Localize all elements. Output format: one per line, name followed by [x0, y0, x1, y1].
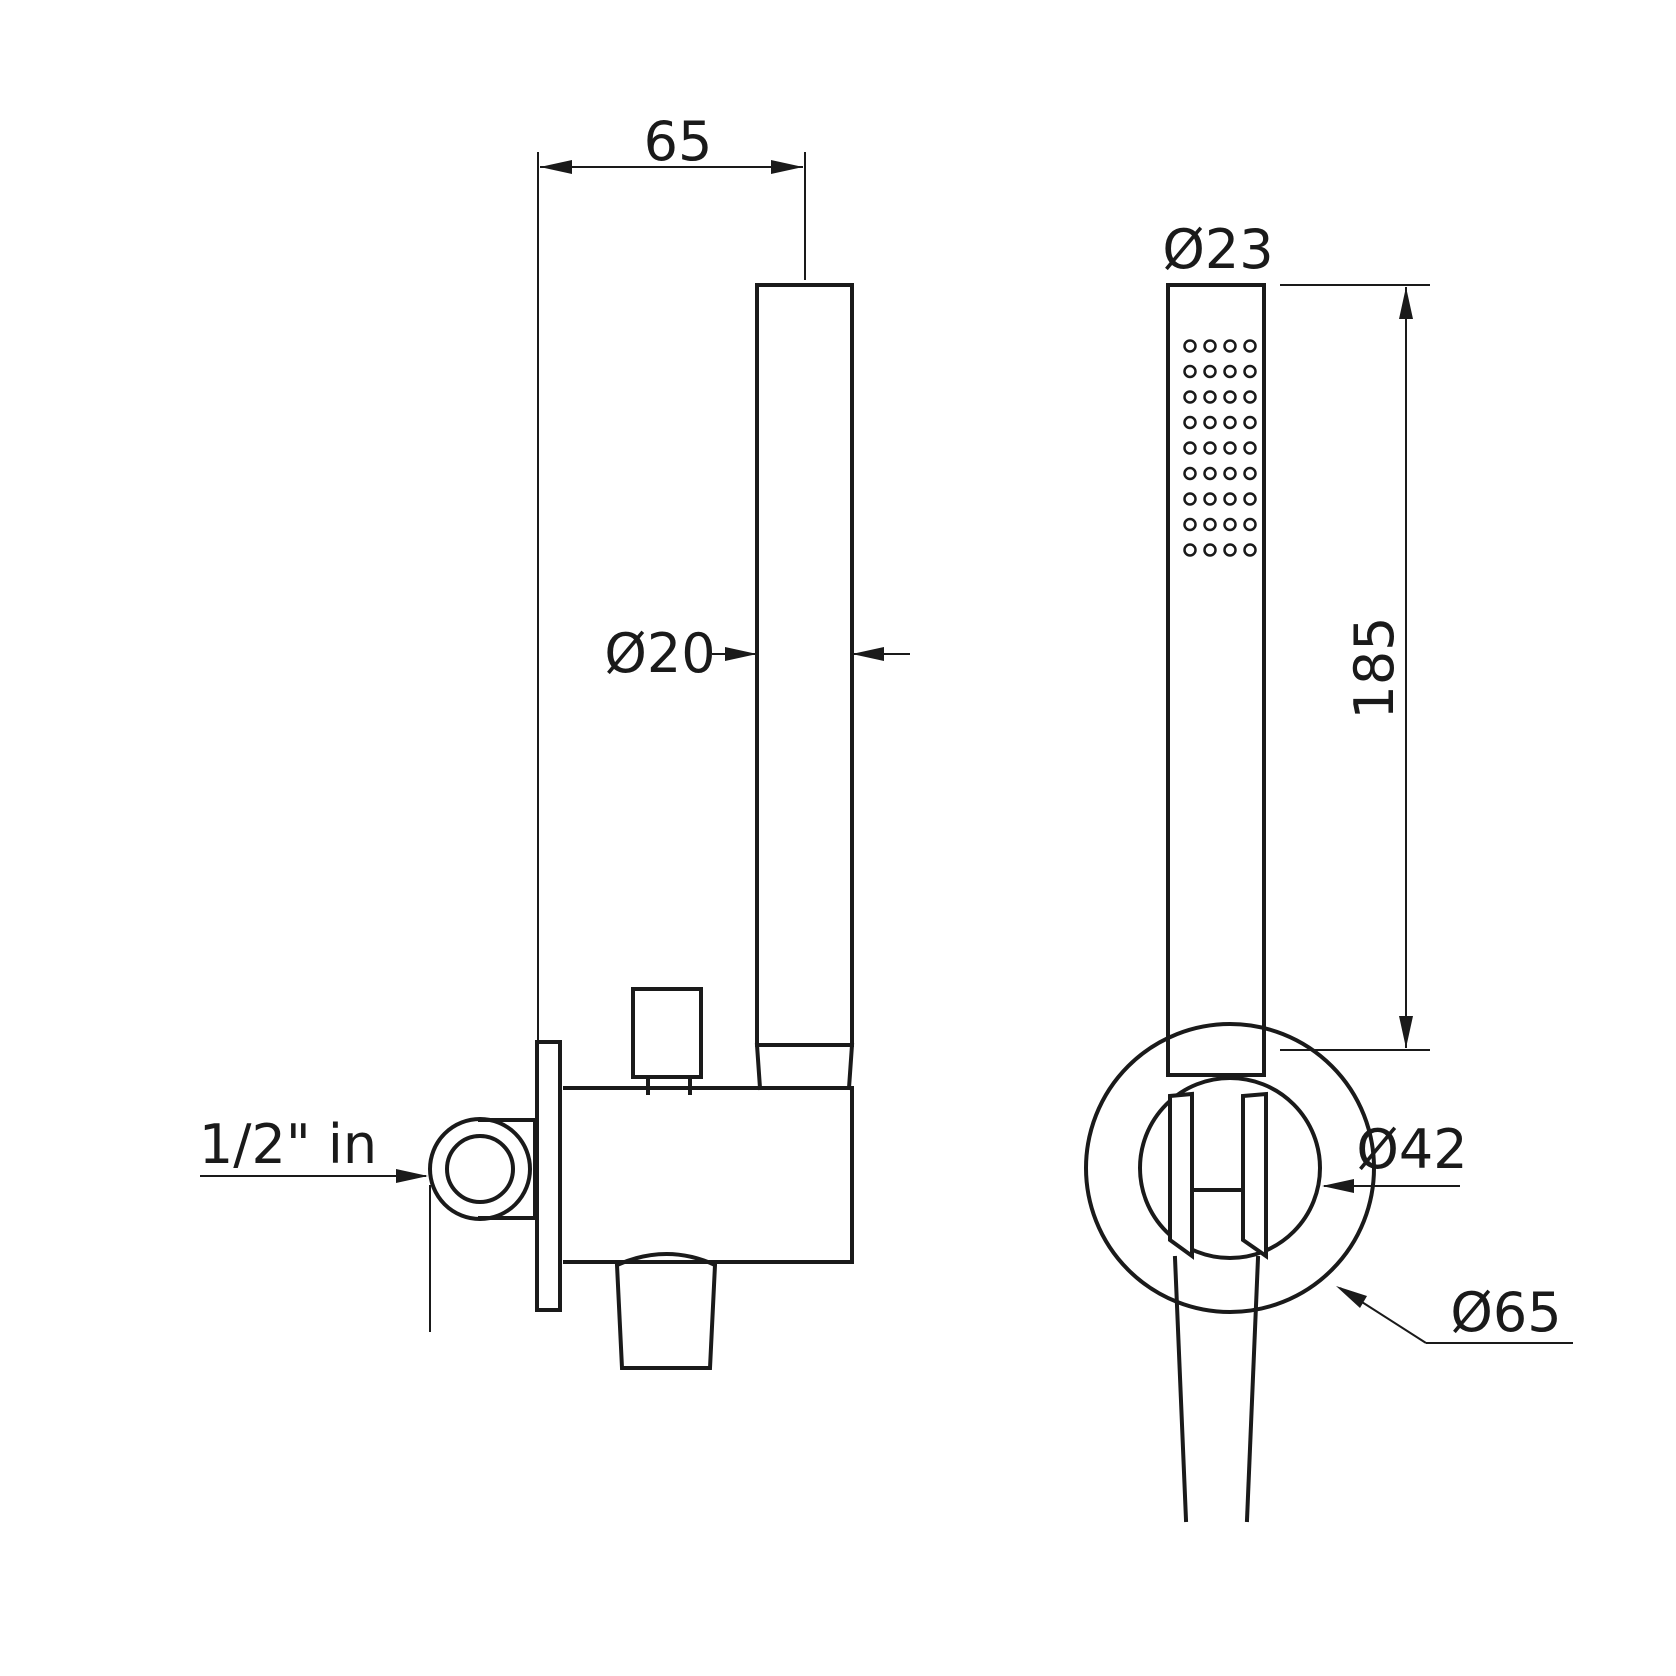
- spray-nozzle: [1183, 441, 1197, 455]
- spray-nozzle: [1203, 339, 1217, 353]
- front-view: Ø23 185 Ø42 Ø65: [1084, 218, 1573, 1523]
- dim-o65-label: Ø65: [1450, 1281, 1561, 1344]
- inlet-outer: [428, 1117, 532, 1221]
- knob-stem: [646, 1075, 692, 1095]
- spray-nozzle: [1243, 492, 1257, 506]
- spray-nozzle: [1223, 415, 1237, 430]
- hose-outlet: [614, 1252, 718, 1370]
- spray-nozzle: [1223, 390, 1237, 404]
- side-view: 65 Ø20 1/2" in: [199, 110, 910, 1370]
- hose-right: [1244, 1255, 1261, 1523]
- nozzle-grid: [1183, 339, 1257, 557]
- holder-jaw-left: [1168, 1091, 1194, 1260]
- holder-disc: [1138, 1076, 1322, 1260]
- holder-body: [563, 1086, 854, 1264]
- dim-o20-label: Ø20: [604, 622, 715, 685]
- spray-nozzle: [1183, 390, 1197, 404]
- dim-o20: Ø20: [604, 622, 910, 685]
- spray-nozzle: [1183, 543, 1197, 557]
- spray-nozzle: [1243, 466, 1257, 481]
- spray-nozzle: [1183, 466, 1197, 481]
- spray-nozzle: [1223, 441, 1237, 455]
- spray-nozzle: [1183, 339, 1197, 353]
- spray-nozzle: [1243, 390, 1257, 404]
- dim-inlet-label: 1/2" in: [199, 1113, 377, 1176]
- spray-nozzle: [1203, 364, 1217, 379]
- spray-nozzle: [1203, 415, 1217, 430]
- dim-inlet: 1/2" in: [199, 1113, 431, 1332]
- spray-nozzle: [1223, 339, 1237, 353]
- diverter-knob: [631, 987, 703, 1079]
- spray-nozzle: [1183, 364, 1197, 379]
- dim-o65: Ø65: [1336, 1281, 1573, 1344]
- spray-nozzle: [1223, 517, 1237, 532]
- hand-shower-cone: [754, 1042, 855, 1091]
- dim-185: 185: [1280, 284, 1430, 1051]
- hand-shower-side: [755, 283, 854, 1047]
- dim-185-label: 185: [1343, 616, 1406, 719]
- spray-nozzle: [1243, 364, 1257, 379]
- dim-65: 65: [537, 110, 806, 1040]
- spray-nozzle: [1203, 390, 1217, 404]
- inlet-collar: [478, 1118, 537, 1220]
- inlet-inner: [445, 1134, 515, 1204]
- spray-nozzle: [1223, 364, 1237, 379]
- dim-65-label: 65: [644, 110, 713, 173]
- spray-nozzle: [1203, 441, 1217, 455]
- spray-nozzle: [1243, 441, 1257, 455]
- spray-nozzle: [1203, 492, 1217, 506]
- spray-nozzle: [1243, 543, 1257, 557]
- spray-nozzle: [1203, 466, 1217, 481]
- dim-o42: Ø42: [1322, 1118, 1468, 1193]
- spray-nozzle: [1203, 543, 1217, 557]
- spray-nozzle: [1223, 466, 1237, 481]
- spray-nozzle: [1243, 415, 1257, 430]
- spray-nozzle: [1223, 543, 1237, 557]
- dim-o42-label: Ø42: [1356, 1118, 1467, 1181]
- spray-nozzle: [1223, 492, 1237, 506]
- spray-nozzle: [1183, 492, 1197, 506]
- hand-shower-front: [1166, 283, 1266, 1077]
- spray-nozzle: [1243, 339, 1257, 353]
- spray-nozzle: [1183, 415, 1197, 430]
- wall-rosette: [1084, 1022, 1376, 1314]
- holder-jaw-right: [1241, 1091, 1268, 1260]
- spray-nozzle: [1203, 517, 1217, 532]
- dim-o23-label: Ø23: [1162, 218, 1273, 281]
- spray-nozzle: [1243, 517, 1257, 532]
- hose-left: [1172, 1255, 1189, 1523]
- spray-nozzle: [1183, 517, 1197, 532]
- wall-flange: [535, 1040, 562, 1312]
